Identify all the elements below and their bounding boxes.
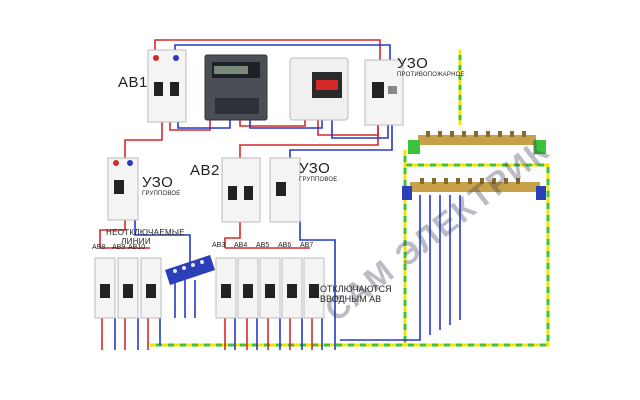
label-uzo-group2-sub: ГРУППОВОЕ [299, 177, 338, 183]
device-uzo-group2 [269, 157, 301, 223]
label-otkl-line1: ОТКЛЮЧАЮТСЯ [320, 284, 392, 294]
earth-bus [408, 131, 546, 154]
label-ab5: АВ5 [256, 242, 270, 249]
neutral-bus-right [402, 178, 546, 200]
device-uzo-fire [364, 59, 404, 126]
label-ab8: АВ8 [92, 244, 106, 251]
label-ab7: АВ7 [300, 242, 314, 249]
label-uzo-fire-sub: ПРОТИВОПОЖАРНОЕ [397, 72, 465, 78]
device-ab2 [221, 157, 261, 223]
label-uzo-group1-sub: ГРУППОВОЕ [142, 191, 181, 197]
label-ab3: АВ3 [212, 242, 226, 249]
label-neotkl-line2: ЛИНИИ [121, 237, 151, 246]
label-neotkl-line1: НЕОТКЛЮЧАЕМЫЕ [106, 228, 185, 237]
breakers-right [215, 257, 325, 319]
label-ab10: АВ10 [128, 244, 146, 251]
label-ab4: АВ4 [234, 242, 248, 249]
earth-conductors [150, 50, 550, 347]
label-neotkl: НЕОТКЛЮЧАЕМЫЕ ЛИНИИ [106, 228, 185, 246]
device-meter [204, 54, 268, 121]
label-ab2: АВ2 [190, 162, 220, 179]
label-uzo-group2: УЗО [299, 160, 331, 177]
breakers-left [94, 257, 162, 319]
device-uzo-group1 [107, 157, 139, 221]
neutral-bus-left [165, 255, 215, 285]
neutral-wires [114, 44, 461, 350]
phase-wires [99, 39, 381, 350]
label-otkl-line2: ВВОДНЫМ АВ [320, 294, 382, 304]
label-uzo-group1: УЗО [142, 174, 174, 191]
label-ab6: АВ6 [278, 242, 292, 249]
device-ab1 [147, 49, 187, 123]
label-uzo-fire: УЗО [397, 55, 429, 72]
device-voltage-relay [289, 57, 349, 121]
label-ab1: АВ1 [118, 74, 148, 91]
label-otkl: ОТКЛЮЧАЮТСЯ ВВОДНЫМ АВ [320, 284, 392, 304]
label-ab9: АВ9 [112, 244, 126, 251]
